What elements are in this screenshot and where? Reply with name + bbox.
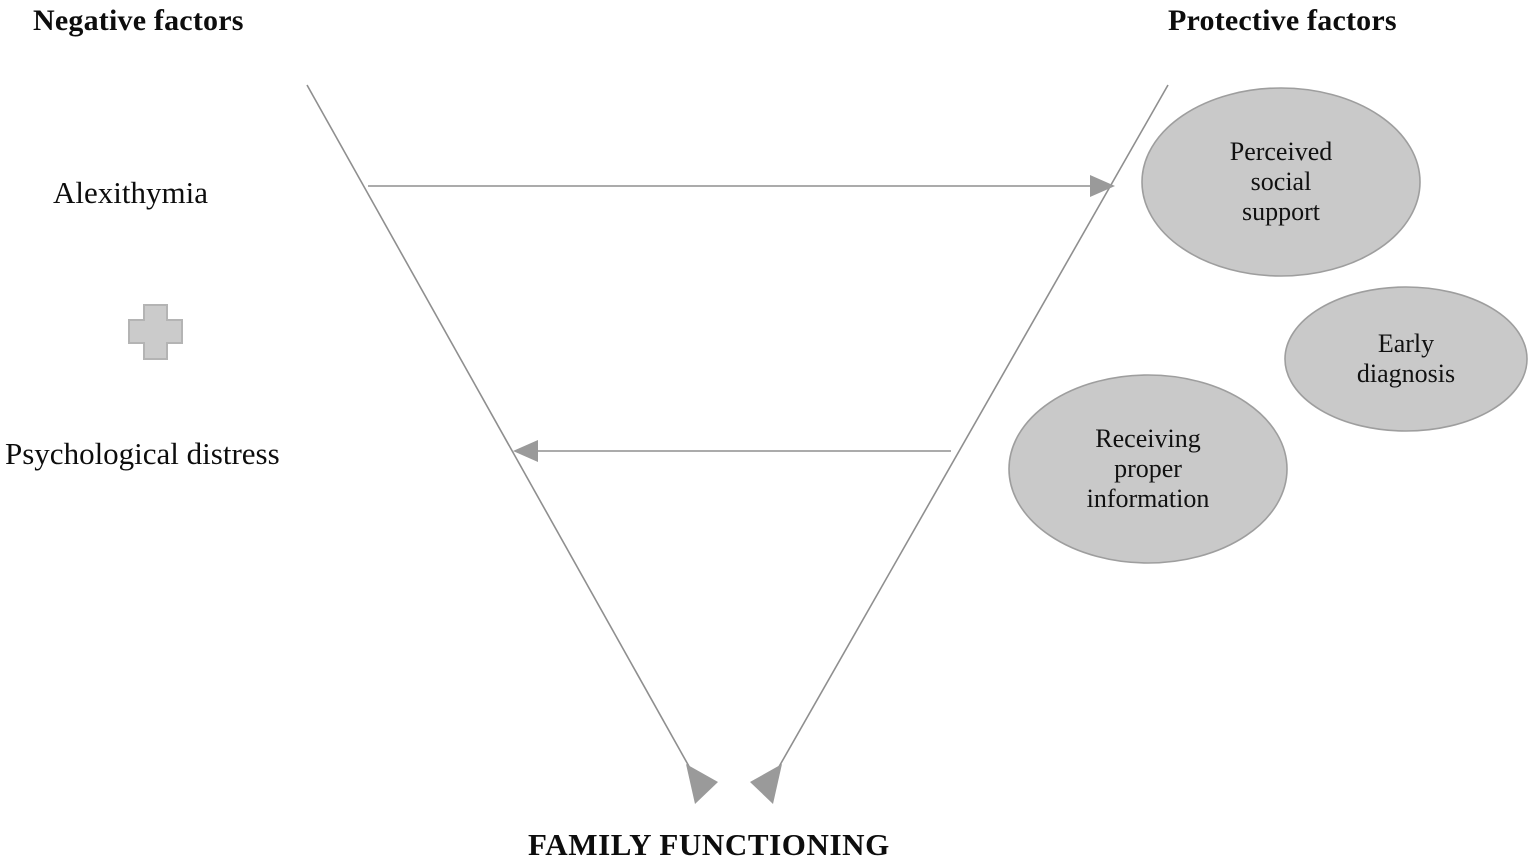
label-family-functioning: FAMILY FUNCTIONING: [528, 827, 890, 862]
ellipse-line: proper: [1114, 453, 1182, 483]
ellipse-line: information: [1086, 484, 1210, 514]
ellipse-line: support: [1241, 197, 1320, 227]
funnel-right-edge: [767, 84, 1169, 787]
arrow-alexithymia-head: [1090, 175, 1115, 197]
label-alexithymia: Alexithymia: [53, 175, 208, 210]
header-protective-factors: Protective factors: [1168, 4, 1397, 37]
label-psychological-distress: Psychological distress: [5, 436, 280, 471]
funnel-right-arrowhead: [750, 764, 782, 804]
plus-icon: [128, 304, 183, 360]
ellipse-line: Perceived: [1229, 136, 1333, 166]
arrow-distress-head: [513, 440, 538, 462]
ellipse-label-receiving-proper-information: Receiving proper information: [1019, 393, 1277, 545]
header-negative-factors: Negative factors: [33, 4, 244, 37]
ellipse-line: social: [1250, 166, 1312, 196]
ellipse-perceived-social-support[interactable]: [1141, 87, 1421, 277]
funnel-left-edge: [306, 84, 701, 787]
ellipse-line: Early: [1377, 328, 1435, 358]
ellipse-label-early-diagnosis: Early diagnosis: [1291, 303, 1521, 415]
ellipse-early-diagnosis[interactable]: [1284, 286, 1528, 432]
ellipse-line: Receiving: [1095, 423, 1201, 453]
ellipse-label-perceived-social-support: Perceived social support: [1152, 106, 1410, 258]
funnel-left-arrowhead: [686, 764, 718, 804]
ellipse-line: diagnosis: [1356, 359, 1456, 388]
ellipse-receiving-proper-information[interactable]: [1008, 374, 1288, 564]
